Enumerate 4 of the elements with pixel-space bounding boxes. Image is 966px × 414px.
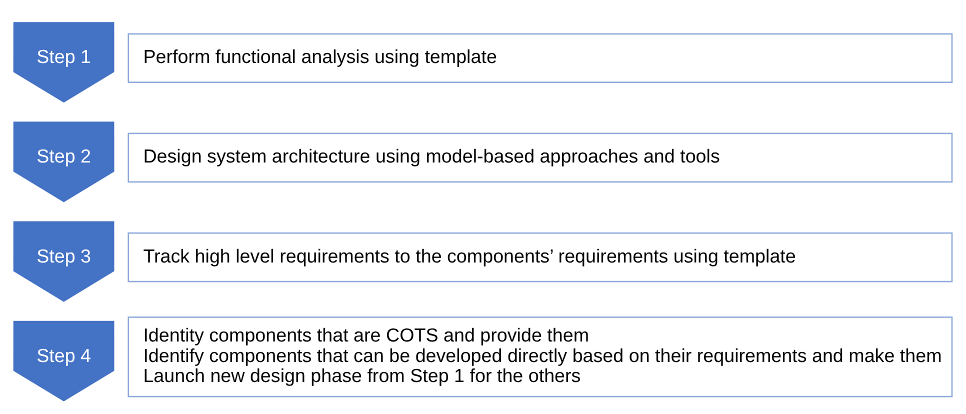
node-box: Identity components that are COTS and provide them Identify components that can be developed directly based on their requirements and make them Launch new design phase from Step 1 for the others [128,316,953,397]
node-box: Perform functional analysis using template [128,32,953,83]
node-box: Track high level requirements to the components’ requirements using template [128,232,953,282]
node-box: Design system architecture using model-based approaches and tools [128,132,953,182]
